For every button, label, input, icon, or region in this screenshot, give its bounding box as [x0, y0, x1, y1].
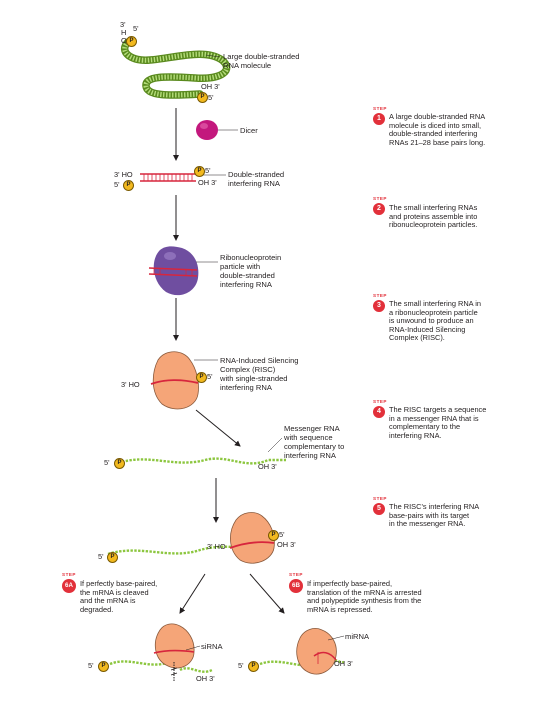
- bound-oh3-label: OH 3': [277, 540, 296, 549]
- risc-complex: [150, 351, 199, 410]
- dsirna-phosphate-right: P: [194, 166, 205, 177]
- mirna-leader: [327, 635, 345, 641]
- dsirna-oh3-label: OH 3': [198, 178, 217, 187]
- cleaved-mrna-complex: [109, 623, 213, 682]
- bound-5prime-label: 5': [98, 552, 104, 561]
- step6a-tag: STEP: [62, 572, 76, 577]
- double-stranded-interfering-rna: [140, 173, 196, 182]
- risc-label: RNA-Induced Silencing Complex (RISC) wit…: [220, 356, 299, 392]
- sirna-leader: [185, 645, 201, 651]
- repressed-5prime-label: 5': [238, 661, 244, 670]
- step6a-badge: 6A: [62, 579, 76, 593]
- step1-tag: STEP: [373, 106, 387, 111]
- step5-text: The RISC's interfering RNA base-pairs wi…: [389, 502, 480, 529]
- step6b-text: If imperfectly base-paired, translation …: [307, 579, 422, 614]
- repressed-oh3-label: OH 3': [334, 659, 353, 668]
- mirna-label: miRNA: [345, 632, 370, 641]
- bound-5prime-right-label: 5': [279, 530, 285, 539]
- step6b-badge: 6B: [289, 579, 303, 593]
- risc-phosphate: P: [196, 372, 207, 383]
- dsrna-end-5prime-label: 5': [208, 93, 214, 102]
- mrna-phosphate: P: [114, 458, 125, 469]
- step5-badge: 5: [373, 503, 385, 515]
- dsrna-leader: [205, 54, 221, 58]
- step6b-tag: STEP: [289, 572, 303, 577]
- dsrna-3prime-label: 3': [120, 20, 126, 29]
- ribonucleoprotein-particle: [148, 246, 199, 296]
- step4-tag: STEP: [373, 399, 387, 404]
- dicer-enzyme: [196, 120, 218, 140]
- dsrna-h-label: H: [121, 28, 127, 37]
- cleaved-5prime-label: 5': [88, 661, 94, 670]
- arrow-branch-b: [249, 573, 285, 614]
- step4-badge: 4: [373, 406, 385, 418]
- step3-badge: 3: [373, 300, 385, 312]
- dsrna-oh3-label: OH 3': [201, 82, 220, 91]
- step2-text: The small interfering RNAs and proteins …: [389, 203, 478, 230]
- mrna-5prime-label: 5': [104, 458, 110, 467]
- arrow-branch-a: [179, 573, 206, 614]
- arrow-step4: [195, 409, 241, 447]
- dsirna-ho3-label: 3' HO: [114, 170, 133, 179]
- step3-text: The small interfering RNA in a ribonucle…: [389, 299, 482, 343]
- cleaved-oh3-label: OH 3': [196, 674, 215, 683]
- step3-tag: STEP: [373, 293, 387, 298]
- step5-tag: STEP: [373, 496, 387, 501]
- rnp-label: Ribonucleoprotein particle with double-s…: [220, 253, 282, 289]
- sirna-label: siRNA: [201, 642, 223, 651]
- dsirna-label: Double-stranded interfering RNA: [228, 170, 285, 188]
- step2-badge: 2: [373, 203, 385, 215]
- dsrna-5prime-label: 5': [133, 24, 139, 33]
- dsirna-5prime-left-label: 5': [114, 180, 120, 189]
- repressed-mrna-complex: [259, 628, 345, 675]
- step1-text: A large double-stranded RNA molecule is …: [389, 112, 486, 147]
- mrna-leader: [267, 437, 283, 453]
- risc-ho3-label: 3' HO: [121, 380, 140, 389]
- large-dsrna-molecule: [120, 38, 231, 99]
- dsrna-phosphate-end: P: [197, 92, 208, 103]
- mrna-oh3-label: OH 3': [258, 462, 277, 471]
- dsrna-label: Large double-stranded RNA molecule: [223, 52, 300, 70]
- step4-text: The RISC targets a sequence in a messeng…: [389, 405, 487, 440]
- bound-phosphate-left: P: [107, 552, 118, 563]
- repressed-phosphate: P: [248, 661, 259, 672]
- step6a-text: If perfectly base-paired, the mRNA is cl…: [80, 579, 158, 614]
- cleaved-phosphate: P: [98, 661, 109, 672]
- dsirna-5prime-right-label: 5': [205, 166, 211, 175]
- bound-ho3-label: 3' HO: [207, 542, 226, 551]
- mrna-label: Messenger RNA with sequence complementar…: [284, 424, 345, 460]
- messenger-rna: [121, 457, 286, 465]
- risc-bound-to-mrna: [107, 512, 275, 564]
- dsirna-phosphate-left: P: [123, 180, 134, 191]
- step1-badge: 1: [373, 113, 385, 125]
- risc-5prime-label: 5': [207, 372, 213, 381]
- dicer-label: Dicer: [240, 126, 258, 135]
- dsrna-o-label: O: [121, 36, 127, 45]
- bound-phosphate-right: P: [268, 530, 279, 541]
- step2-tag: STEP: [373, 196, 387, 201]
- dsrna-phosphate-5prime: P: [126, 36, 137, 47]
